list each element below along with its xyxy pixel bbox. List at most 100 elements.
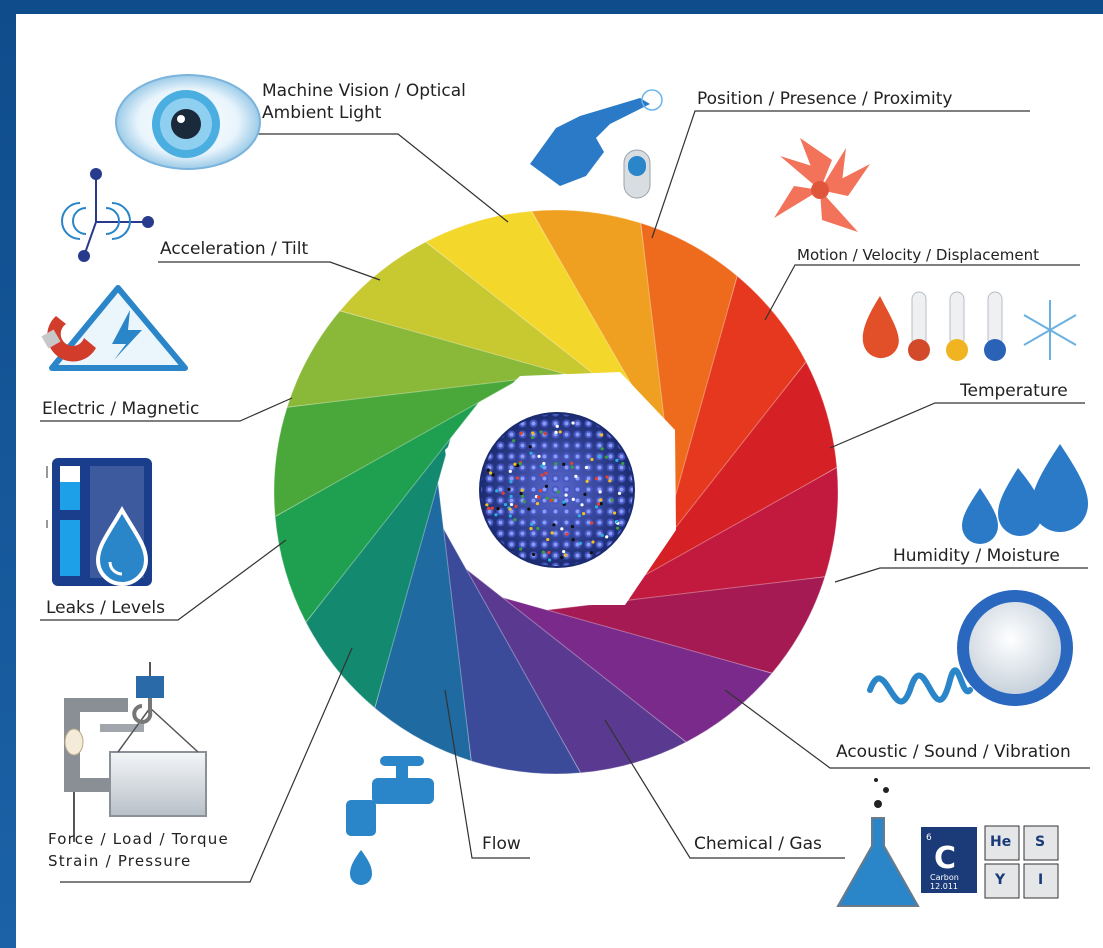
hub-speck <box>520 488 524 492</box>
leader-temperature <box>829 402 1085 449</box>
label-flow: Flow <box>482 834 521 854</box>
hub-speck <box>529 526 533 531</box>
hub-speck <box>521 494 525 499</box>
hub-speck <box>555 424 559 428</box>
hub-speck <box>600 533 604 537</box>
hub-speck <box>571 497 575 501</box>
faucet-icon <box>346 756 434 885</box>
hub-speck <box>577 514 581 518</box>
hub-speck <box>562 462 566 466</box>
hub-speck <box>509 480 513 484</box>
label-electric: Electric / Magnetic <box>42 399 200 419</box>
hub-speck <box>590 457 594 462</box>
hub-speck <box>514 504 518 508</box>
leader-humidity <box>834 567 1088 583</box>
aperture-blade <box>539 576 826 674</box>
aperture-blade <box>640 222 738 509</box>
hub-speck <box>501 491 505 495</box>
hub-speck <box>529 522 534 526</box>
hub-speck <box>531 435 535 440</box>
hub-speck <box>604 455 608 459</box>
hub-speck <box>570 465 574 469</box>
hub-speck <box>544 471 548 475</box>
hub-speck <box>585 479 589 483</box>
hub-speck <box>598 454 602 459</box>
hub-speck <box>574 474 578 478</box>
hub-speck <box>496 507 500 511</box>
hub-speck <box>554 430 558 434</box>
aperture-blade <box>274 395 485 624</box>
hub-speck <box>615 458 619 462</box>
hub-speck <box>549 498 553 503</box>
hub-speck <box>509 494 513 498</box>
hub-speck <box>580 503 584 507</box>
hub-speck <box>564 493 568 497</box>
hub-speck <box>589 551 593 555</box>
leader-electric <box>40 397 293 422</box>
hub-speck <box>507 487 511 491</box>
hub-speck <box>489 471 493 475</box>
leader-machine-vision <box>258 133 509 223</box>
leader-acoustic <box>724 689 1090 769</box>
element-tile-he: He <box>990 834 1011 850</box>
hub-speck <box>546 537 550 542</box>
hub-speck <box>590 521 594 525</box>
hub-speck <box>610 498 614 502</box>
hub-speck <box>522 500 526 504</box>
hub-speck <box>509 502 514 507</box>
sound-wave-icon <box>867 667 973 705</box>
hub-speck <box>485 503 489 507</box>
eye-icon <box>115 74 261 170</box>
hub-speck <box>515 476 520 480</box>
hub-speck <box>562 500 566 504</box>
hub-speck <box>508 507 512 511</box>
hub-speck <box>539 430 543 434</box>
label-motion: Motion / Velocity / Displacement <box>797 246 1039 264</box>
hub-speck <box>605 475 609 479</box>
vibration-burst-icon <box>957 590 1073 706</box>
hub-speck <box>565 532 569 536</box>
aperture-blade <box>439 521 582 775</box>
hub-speck <box>540 464 544 468</box>
label-leaks: Leaks / Levels <box>46 598 166 618</box>
element-name: Carbon <box>930 873 959 882</box>
hub-speck <box>494 513 498 517</box>
hub-speck <box>541 550 545 554</box>
aperture-wheel <box>273 209 839 775</box>
element-symbol: C <box>934 841 956 876</box>
hub-speck <box>599 502 603 506</box>
aperture-blade <box>459 563 688 774</box>
hub-speck <box>531 552 536 557</box>
hub-speck <box>562 549 566 554</box>
label-humidity: Humidity / Moisture <box>893 546 1060 566</box>
hub-speck <box>547 550 551 555</box>
hub-speck <box>591 540 595 544</box>
hub-speck <box>594 505 599 509</box>
leader-position <box>651 110 1030 239</box>
hub-speck <box>599 498 603 502</box>
hub-speck <box>558 430 562 434</box>
label-temperature: Temperature <box>960 381 1068 401</box>
hub-speck <box>548 558 552 562</box>
element-tile-i: I <box>1038 872 1043 888</box>
hub-speck <box>600 433 604 437</box>
leader-leaks <box>40 539 287 621</box>
hub-speck <box>503 502 508 507</box>
element-tile-s: S <box>1035 834 1045 850</box>
aperture-blade <box>627 360 838 589</box>
hub-speck <box>508 469 512 473</box>
hub-speck <box>508 514 512 518</box>
hub-speck <box>486 506 491 510</box>
hub-speck <box>563 553 567 557</box>
magnet-electric-icon <box>41 285 188 371</box>
aperture-blade <box>273 375 527 518</box>
label-machine-vision: Machine Vision / Optical Ambient Light <box>262 81 466 123</box>
hub-speck <box>594 476 599 481</box>
element-mass: 12.011 <box>930 882 958 891</box>
hub-speck <box>531 431 535 435</box>
hub-speck <box>545 496 549 500</box>
hub-speck <box>617 491 622 495</box>
leader-flow <box>444 689 530 859</box>
hub-speck <box>554 462 558 466</box>
element-tile-carbon: 6 C Carbon 12.011 <box>919 825 979 895</box>
